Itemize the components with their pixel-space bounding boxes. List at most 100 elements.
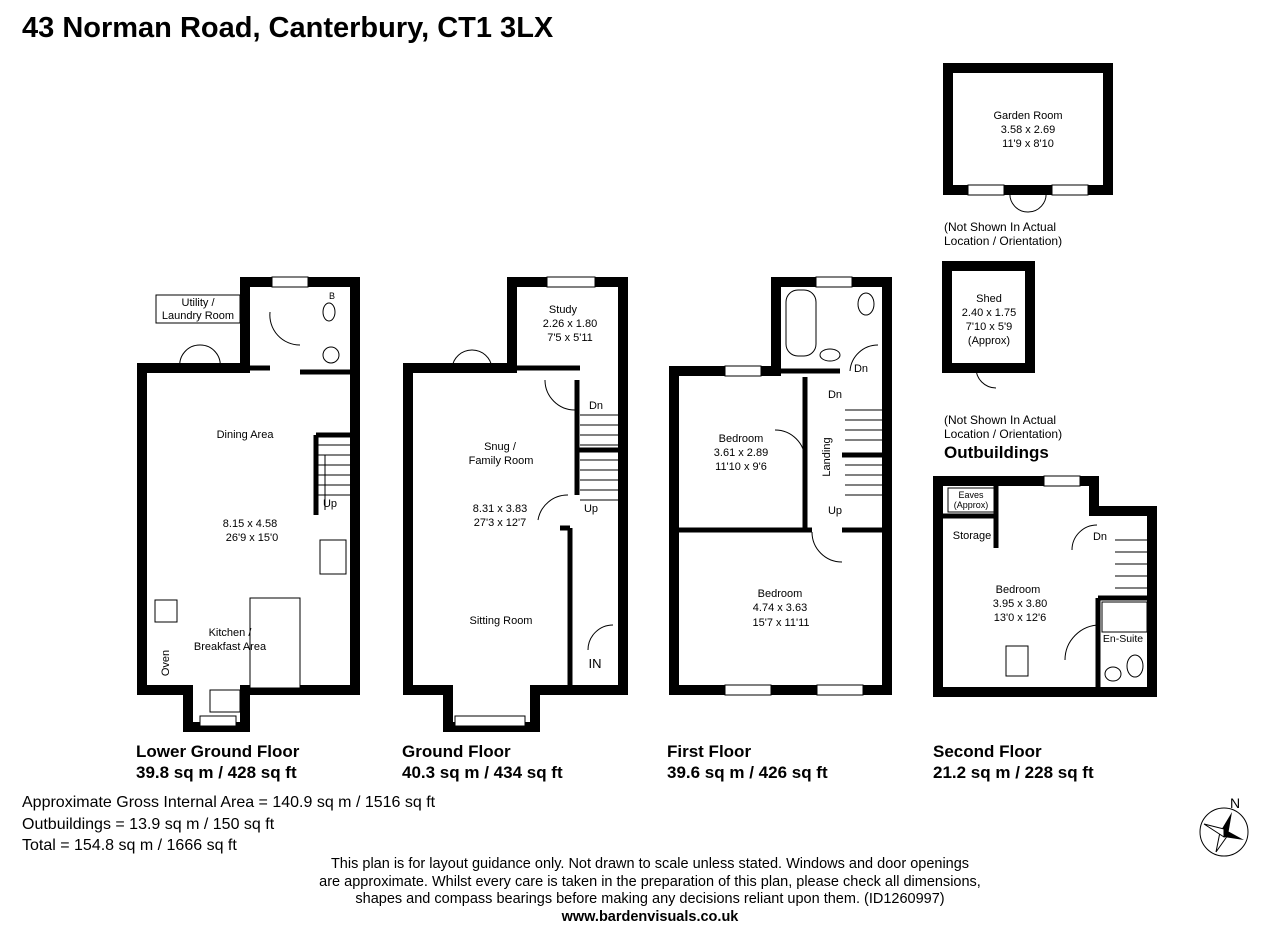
g-dims-2: 27'3 x 12'7 — [474, 517, 527, 529]
garden-note-1: (Not Shown In Actual — [944, 220, 1057, 234]
garden-room-dims-2: 11'9 x 8'10 — [1002, 138, 1054, 150]
shed-note-2: Location / Orientation) — [944, 427, 1063, 441]
toilet — [857, 292, 875, 316]
shed-approx: (Approx) — [968, 335, 1010, 347]
window — [546, 276, 596, 288]
utility-label-2: Laundry Room — [162, 310, 234, 322]
ff-up-label: Up — [828, 505, 842, 517]
lg-patio-doors — [179, 344, 221, 369]
sink — [209, 689, 241, 713]
floor-label-second: Second Floor 21.2 sq m / 228 sq ft — [933, 741, 1094, 783]
kitchen-label-1: Kitchen / — [209, 627, 253, 639]
g-dims-1: 8.31 x 3.83 — [473, 503, 527, 515]
disclaimer: This plan is for layout guidance only. N… — [290, 856, 1010, 926]
window — [815, 276, 853, 288]
g-dn-label: Dn — [589, 400, 603, 412]
garden-room-dims-1: 3.58 x 2.69 — [1001, 124, 1055, 136]
g-snug-door — [537, 494, 569, 521]
utility-label-1: Utility / — [182, 297, 216, 309]
second-floor-walls — [933, 476, 1157, 697]
garden-note-2: Location / Orientation) — [944, 234, 1063, 248]
compass-icon: N — [1199, 795, 1249, 857]
bed1-label: Bedroom — [719, 433, 764, 445]
lg-dims-2: 26'9 x 15'0 — [226, 532, 279, 544]
bed2-dims-2: 15'7 x 11'11 — [752, 617, 809, 629]
floor-name: Second Floor — [933, 742, 1042, 761]
floor-name: Lower Ground Floor — [136, 742, 300, 761]
garden-room-label: Garden Room — [993, 110, 1062, 122]
toilet — [1126, 654, 1144, 678]
snug-label-1: Snug / — [484, 441, 517, 453]
g-study-door — [544, 379, 576, 411]
floor-name: Ground Floor — [402, 742, 511, 761]
ff-dn-label-2: Dn — [828, 389, 842, 401]
dining-label: Dining Area — [217, 429, 275, 441]
floor-label-first: First Floor 39.6 sq m / 426 sq ft — [667, 741, 828, 783]
bed3-dims-2: 13'0 x 12'6 — [994, 612, 1047, 624]
basin — [1104, 666, 1122, 682]
g-entrance-door — [587, 624, 614, 651]
ff-bed1-door — [774, 429, 806, 461]
lg-utility-door — [269, 311, 301, 346]
bed1-dims-1: 3.61 x 2.89 — [714, 447, 768, 459]
sf-dn-label: Dn — [1093, 531, 1107, 543]
eaves-label-1: Eaves — [958, 490, 984, 500]
floor-label-lower-ground: Lower Ground Floor 39.8 sq m / 428 sq ft — [136, 741, 299, 783]
bed1-dims-2: 11'10 x 9'6 — [715, 461, 767, 473]
window — [967, 184, 1005, 196]
floor-name: First Floor — [667, 742, 752, 761]
g-french-doors — [451, 349, 493, 369]
shed-label: Shed — [976, 293, 1002, 305]
sf-stairs — [1115, 539, 1149, 589]
floor-label-ground: Ground Floor 40.3 sq m / 434 sq ft — [402, 741, 563, 783]
shed-door — [975, 367, 997, 389]
window — [1043, 475, 1081, 487]
outbuildings-area-text: Outbuildings = 13.9 sq m / 150 sq ft — [22, 816, 275, 833]
skylight — [1005, 645, 1029, 677]
study-dims-1: 2.26 x 1.80 — [543, 318, 597, 330]
g-stairs-up — [580, 459, 620, 501]
floor-area: 39.6 sq m / 426 sq ft — [667, 763, 828, 782]
bed2-label: Bedroom — [758, 588, 803, 600]
storage-label: Storage — [953, 530, 992, 542]
landing-label: Landing — [821, 437, 833, 476]
counter — [249, 597, 301, 689]
compass-north-label: N — [1230, 795, 1240, 811]
floor-area: 21.2 sq m / 228 sq ft — [933, 763, 1094, 782]
window — [454, 715, 526, 727]
shed-walls — [942, 261, 1035, 373]
lg-dims-1: 8.15 x 4.58 — [223, 518, 277, 530]
bed3-dims-1: 3.95 x 3.80 — [993, 598, 1047, 610]
floor-area: 40.3 sq m / 434 sq ft — [402, 763, 563, 782]
entrance-label: IN — [589, 656, 602, 671]
ff-dn-label-1: Dn — [854, 363, 868, 375]
sitting-label: Sitting Room — [470, 615, 533, 627]
hob — [154, 599, 178, 623]
page-title: 43 Norman Road, Canterbury, CT1 3LX — [22, 12, 554, 44]
window — [1051, 184, 1089, 196]
disclaimer-line: are approximate. Whilst every care is ta… — [319, 873, 981, 890]
disclaimer-line: shapes and compass bearings before makin… — [355, 891, 945, 907]
snug-label-2: Family Room — [469, 455, 534, 467]
ff-stairs — [845, 409, 884, 496]
window — [724, 365, 762, 377]
toilet — [322, 302, 336, 322]
shower — [1101, 601, 1148, 633]
shed-dims-1: 2.40 x 1.75 — [962, 307, 1016, 319]
study-label: Study — [549, 304, 578, 316]
g-up-label: Up — [584, 503, 598, 515]
ground-floor-walls — [403, 277, 628, 732]
basin — [819, 348, 841, 362]
bed3-label: Bedroom — [996, 584, 1041, 596]
website-link[interactable]: www.bardenvisuals.co.uk — [561, 908, 739, 925]
basin — [322, 346, 340, 364]
g-stairs-down — [580, 414, 620, 446]
gross-area-text: Approximate Gross Internal Area = 140.9 … — [22, 794, 436, 811]
kitchen-label-2: Breakfast Area — [194, 641, 267, 653]
lower-ground-walls — [137, 277, 360, 732]
sf-ensuite-door — [1064, 624, 1101, 661]
counter — [319, 539, 347, 575]
lg-up-label: Up — [323, 498, 337, 510]
garden-room-doors — [1009, 191, 1047, 213]
